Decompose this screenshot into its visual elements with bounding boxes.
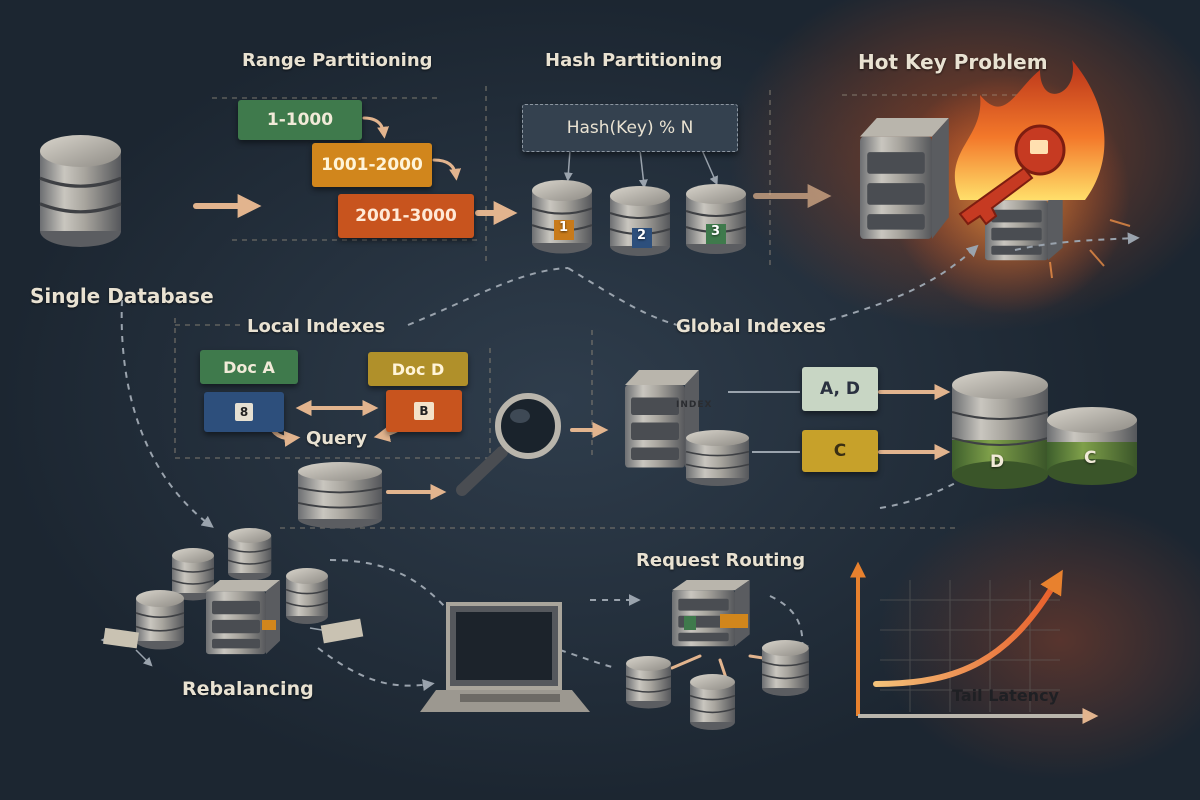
route-db-2 — [689, 673, 736, 731]
hot-key-problem-label: Hot Key Problem — [858, 50, 1048, 74]
laptop-icon — [420, 602, 590, 712]
index-server-label: INDEX — [676, 400, 713, 410]
chip-b: B — [414, 402, 434, 420]
local-index-db — [296, 460, 384, 530]
route-db-1 — [625, 655, 672, 710]
hash-node-1 — [530, 178, 594, 255]
rebalancing-cluster — [135, 527, 329, 655]
router-server — [672, 580, 750, 647]
doc-d-box: Doc D — [368, 352, 468, 386]
shard-c-label: C — [1084, 448, 1097, 468]
magnifier-icon — [456, 393, 561, 496]
route-db-3 — [761, 639, 810, 697]
query-label: Query — [306, 428, 367, 449]
tail-latency-label: Tail Latency — [952, 686, 1059, 705]
range-box-1: 1-1000 — [238, 100, 362, 140]
hash-node-3-label: 3 — [711, 224, 721, 239]
hash-node-1-label: 1 — [559, 220, 569, 235]
tail-latency-chart — [850, 561, 1099, 724]
chip-8: 8 — [234, 403, 254, 421]
single-database-icon — [38, 133, 123, 249]
request-routing-label: Request Routing — [636, 550, 806, 571]
index-entry-ad: A, D — [802, 367, 878, 411]
doc-a-panel: 8 — [204, 392, 284, 432]
doc-d-panel: B — [386, 390, 462, 432]
global-shard-2 — [1047, 407, 1137, 485]
range-box-3: 2001-3000 — [338, 194, 474, 238]
key-icon — [958, 124, 1066, 226]
hot-server-left — [860, 118, 949, 239]
range-box-2: 1001-2000 — [312, 143, 432, 187]
single-database-label: Single Database — [30, 284, 214, 308]
range-partitioning-label: Range Partitioning — [242, 50, 433, 71]
local-indexes-label: Local Indexes — [247, 316, 386, 337]
hash-node-2-label: 2 — [637, 228, 647, 243]
shard-d-label: D — [990, 452, 1005, 472]
index-entry-c: C — [802, 430, 878, 472]
hash-formula-box: Hash(Key) % N — [522, 104, 738, 152]
hash-partitioning-label: Hash Partitioning — [545, 50, 723, 71]
rebalancing-label: Rebalancing — [182, 678, 314, 700]
global-index-db — [684, 428, 751, 488]
global-indexes-label: Global Indexes — [676, 316, 826, 337]
doc-a-box: Doc A — [200, 350, 298, 384]
global-shard-1 — [951, 371, 1049, 489]
